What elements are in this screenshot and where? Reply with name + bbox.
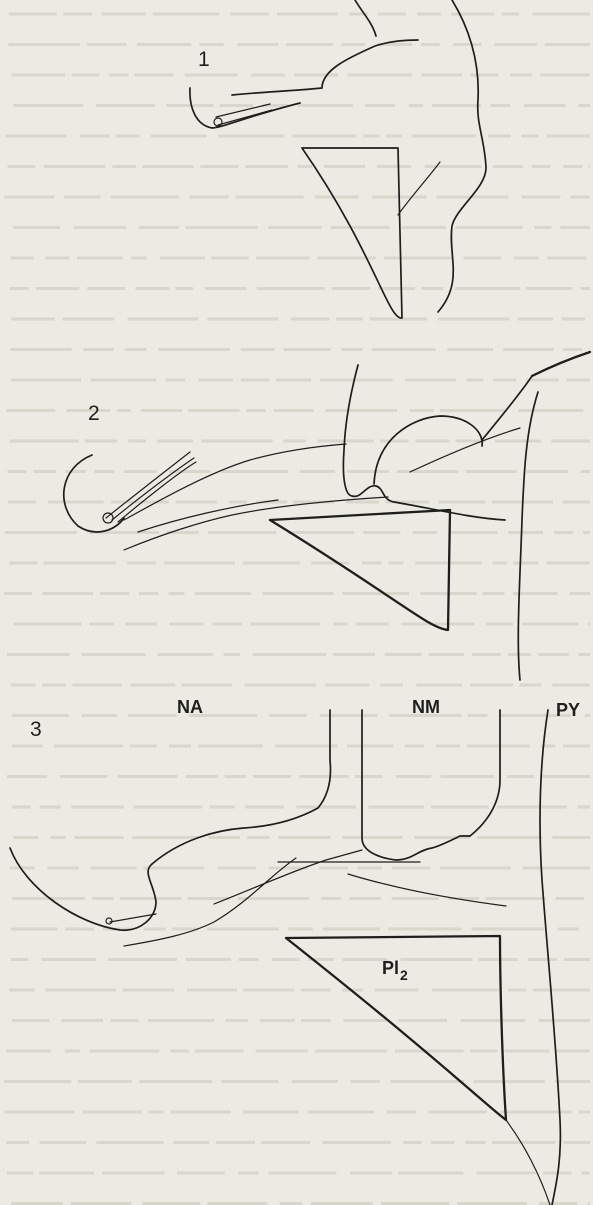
figure-2-drawing — [64, 352, 590, 680]
figure-3-number: 3 — [30, 718, 42, 742]
label-pl-subscript: 2 — [400, 967, 408, 983]
label-nm: NM — [412, 697, 440, 718]
figure-1-drawing — [190, 0, 486, 318]
figure-2-number: 2 — [88, 402, 100, 426]
figure-1-number: 1 — [198, 48, 210, 72]
figure-3-drawing — [10, 710, 560, 1205]
label-pl-main: Pl — [382, 958, 399, 978]
label-py: PY — [556, 700, 580, 721]
label-pl2: Pl2 — [382, 958, 408, 979]
label-na: NA — [177, 697, 203, 718]
